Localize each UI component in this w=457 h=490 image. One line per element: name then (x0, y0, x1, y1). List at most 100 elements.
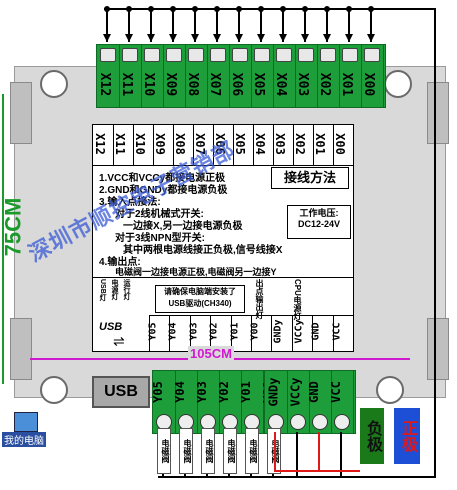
gndy-wire (274, 432, 276, 472)
top-terminal-label: X10 (141, 72, 157, 97)
top-terminal[interactable]: X01 (339, 45, 362, 107)
rule-2: 2.GND和GNDy都接电源负极 (99, 185, 228, 196)
vertical-dimension-line (2, 94, 4, 384)
screw-icon (144, 48, 160, 62)
sticker-input-cell: X08 (173, 125, 194, 165)
vcc-wire (340, 432, 342, 478)
sticker-input-cell: X03 (273, 125, 294, 165)
vertical-dimension-label: 75CM (0, 197, 26, 257)
out-led-label: 出点输出灯 (255, 279, 264, 319)
arrow-icon (169, 34, 177, 42)
sticker-input-cell: X05 (233, 125, 254, 165)
input-wire (326, 8, 328, 42)
sticker-input-label: X00 (332, 133, 347, 155)
voltage-label: 工作电压: (299, 208, 339, 218)
junction-dot (258, 6, 264, 12)
sticker-output-label: Y02 (208, 322, 220, 341)
screw-icon (254, 48, 270, 62)
top-terminal[interactable]: X10 (141, 45, 164, 107)
sticker-output-label: GNDy (272, 319, 284, 344)
rule-3c: 对于3线NPN型开关: (115, 233, 206, 244)
power-led-label: 电源灯 (111, 279, 118, 300)
top-terminal[interactable]: X09 (163, 45, 186, 107)
horizontal-dimension-label: 105CM (188, 346, 234, 361)
top-terminal[interactable]: X07 (207, 45, 230, 107)
wiring-title: 接线方法 (271, 167, 349, 189)
solenoid-valve: 电磁阀 (245, 428, 259, 474)
top-terminal[interactable]: X06 (229, 45, 252, 107)
voltage-box: 工作电压: DC12-24V (287, 205, 351, 239)
rule-4a: 电磁阀一边接电源正极,电磁阀另一边接Y (115, 267, 277, 277)
junction-dot (324, 6, 330, 12)
arrow-icon (213, 34, 221, 42)
positive-terminal: 正极 (394, 408, 420, 464)
sticker-input-label: X01 (312, 133, 327, 155)
sticker-output-cell: GND (311, 316, 333, 352)
mount-hole-br (376, 376, 404, 404)
junction-dot (170, 6, 176, 12)
junction-dot (214, 6, 220, 12)
top-terminal-label: X01 (339, 72, 355, 97)
top-terminal[interactable]: X12 (97, 45, 120, 107)
computer-icon[interactable] (14, 412, 38, 432)
top-terminal[interactable]: X04 (273, 45, 296, 107)
top-terminal[interactable]: X03 (295, 45, 318, 107)
usb-port[interactable]: USB (92, 376, 150, 408)
bottom-terminal[interactable]: Y05 (150, 371, 176, 433)
sticker-input-label: X11 (112, 133, 127, 155)
rule-3: 3.输入点接法: (99, 197, 161, 208)
junction-dot (104, 6, 110, 12)
junction-dot (236, 6, 242, 12)
rule-3a: 对于2线机械式开关: (115, 209, 204, 220)
top-terminal[interactable]: X00 (361, 45, 384, 107)
sticker-output-label: VCCy (293, 319, 305, 344)
input-wire (260, 8, 262, 42)
input-wire (370, 8, 372, 42)
bracket-right-top (427, 82, 449, 144)
top-terminal[interactable]: X11 (119, 45, 142, 107)
screw-icon (312, 414, 328, 430)
screw-icon (100, 48, 116, 62)
junction-dot (302, 6, 308, 12)
sticker-input-cell: X09 (153, 125, 174, 165)
input-wire (194, 8, 196, 42)
bottom-terminal-label: Y05 (150, 381, 165, 403)
top-terminal-label: X03 (295, 72, 311, 97)
pos-bus (158, 476, 436, 478)
sticker-output-cell: GNDy (271, 316, 292, 352)
bottom-terminal-label: Y02 (216, 381, 231, 403)
screw-icon (188, 48, 204, 62)
arrow-icon (257, 34, 265, 42)
screw-icon (210, 48, 226, 62)
top-terminal[interactable]: X02 (317, 45, 340, 107)
bottom-terminal[interactable]: GNDy (265, 371, 288, 433)
bottom-terminal-label: Y03 (194, 381, 209, 403)
top-terminal-label: X06 (229, 72, 245, 97)
sticker-input-cell: X04 (253, 125, 274, 165)
bottom-terminal[interactable]: VCCy (287, 371, 310, 433)
top-terminal-label: X07 (207, 72, 223, 97)
right-bus-wire (434, 8, 436, 478)
voltage-value: DC12-24V (297, 219, 341, 229)
screw-icon (276, 48, 292, 62)
usb-symbol-icon: ⇌ (113, 333, 125, 349)
screw-icon (122, 48, 138, 62)
solenoid-valve: 电磁阀 (179, 428, 193, 474)
top-terminal[interactable]: X08 (185, 45, 208, 107)
sticker-input-label: X09 (152, 133, 167, 155)
top-terminal[interactable]: X05 (251, 45, 274, 107)
bottom-terminal[interactable]: VCC (329, 371, 354, 433)
bottom-terminal-label: Y04 (172, 381, 187, 403)
neg-bus (274, 470, 360, 472)
top-terminal-label: X12 (97, 72, 113, 97)
rule-3d: 其中两根电源线接正负极,信号线接X (123, 245, 283, 256)
input-wire (304, 8, 306, 42)
bottom-terminal[interactable]: GND (306, 371, 332, 433)
bottom-terminal-label: GND (306, 381, 321, 403)
vccy-wire (296, 432, 298, 478)
sticker-usb-label: USB (99, 321, 123, 333)
screw-icon (364, 48, 380, 62)
top-terminal-label: X08 (185, 72, 201, 97)
negative-terminal: 负极 (360, 408, 384, 464)
